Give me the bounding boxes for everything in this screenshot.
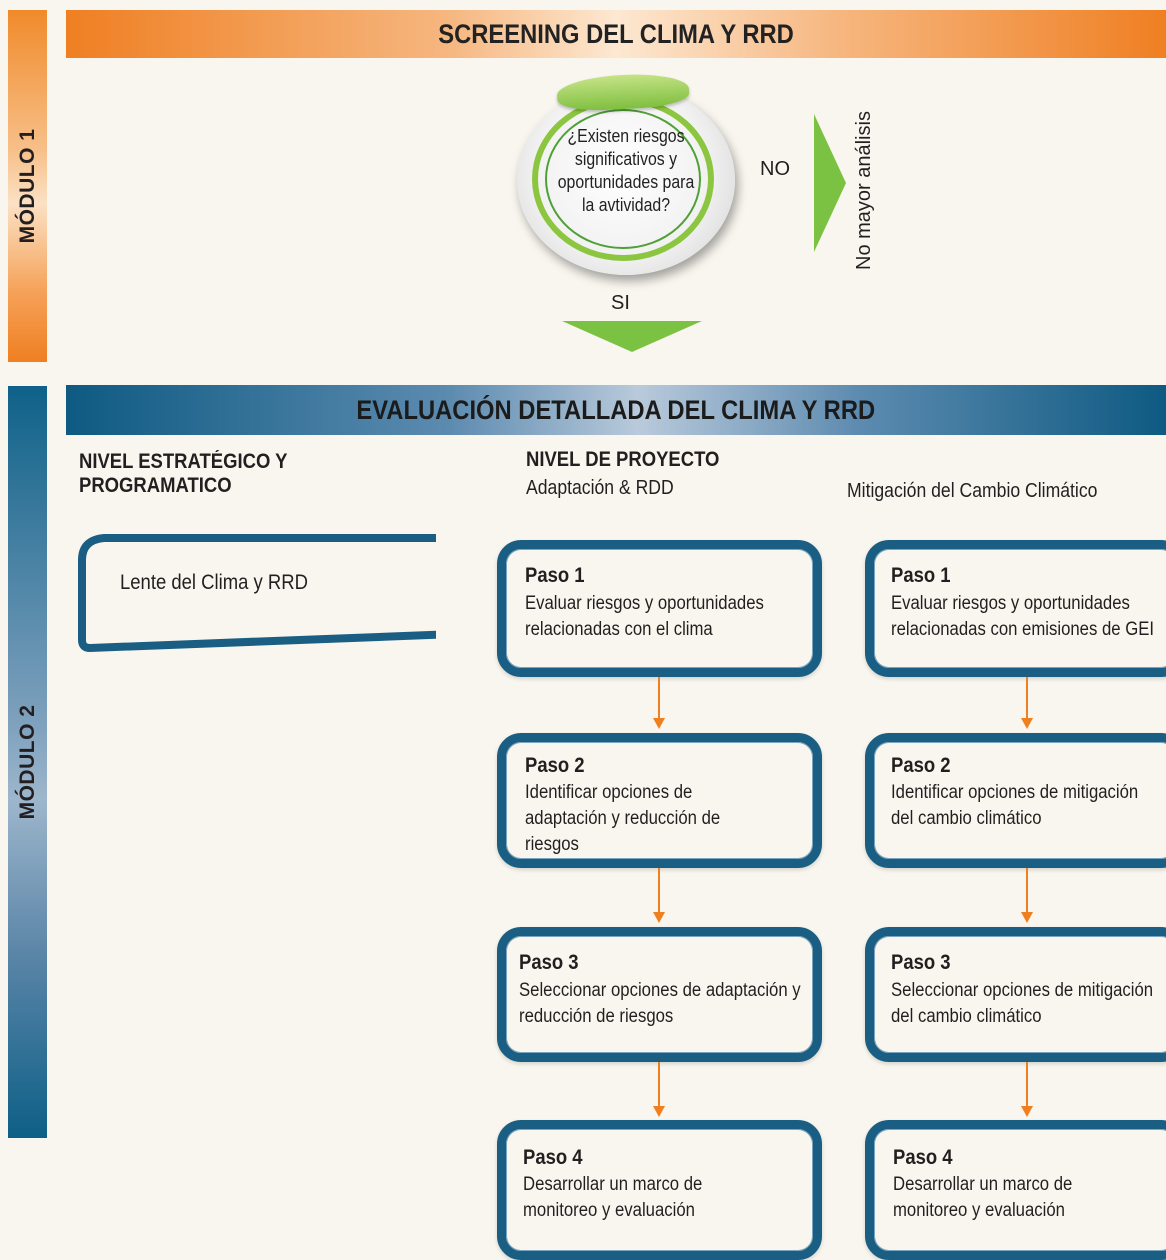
adaptation-step-4 bbox=[497, 1120, 822, 1260]
screening-banner: SCREENING DEL CLIMA Y RRD bbox=[66, 10, 1166, 58]
mitigation-step-3-title: Paso 3 bbox=[891, 951, 951, 974]
adaptation-step-3 bbox=[497, 927, 822, 1062]
adaptation-step-3-text: Seleccionar opciones de adaptación y red… bbox=[519, 980, 801, 1027]
strategic-heading: NIVEL ESTRATÉGICO Y PROGRAMATICO bbox=[79, 450, 288, 497]
leaf-icon bbox=[556, 71, 690, 113]
module-1-side-bar: MÓDULO 1 bbox=[8, 10, 47, 362]
lens-label: Lente del Clima y RRD bbox=[120, 571, 308, 594]
mitigation-step-4-text: Desarrollar un marco de monitoreo y eval… bbox=[893, 1174, 1073, 1221]
mitigation-step-4 bbox=[865, 1120, 1166, 1260]
evaluation-banner: EVALUACIÓN DETALLADA DEL CLIMA Y RRD bbox=[66, 385, 1166, 435]
adaptation-step-2-text: Identificar opciones de adaptación y red… bbox=[525, 782, 721, 855]
down-arrow-icon bbox=[653, 1106, 665, 1117]
no-arrow-icon bbox=[814, 114, 846, 252]
down-arrow-icon bbox=[653, 912, 665, 923]
down-arrow-icon bbox=[653, 718, 665, 729]
mitigation-step-1 bbox=[865, 540, 1166, 677]
module-1-label: MÓDULO 1 bbox=[15, 128, 39, 244]
adaptation-heading: Adaptación & RDD bbox=[526, 477, 674, 499]
adaptation-step-4-title: Paso 4 bbox=[523, 1146, 583, 1169]
mitigation-step-4-title: Paso 4 bbox=[893, 1146, 953, 1169]
mitigation-step-1-text: Evaluar riesgos y oportunidades relacion… bbox=[891, 593, 1155, 640]
down-arrow-icon bbox=[1021, 1106, 1033, 1117]
no-label: NO bbox=[760, 158, 790, 180]
down-arrow-icon bbox=[1021, 912, 1033, 923]
adaptation-step-2-title: Paso 2 bbox=[525, 754, 585, 777]
adaptation-step-2 bbox=[497, 733, 822, 868]
adaptation-step-3-title: Paso 3 bbox=[519, 951, 579, 974]
mitigation-heading: Mitigación del Cambio Climático bbox=[847, 480, 1098, 502]
mitigation-step-3-text: Seleccionar opciones de mitigación del c… bbox=[891, 980, 1154, 1027]
project-heading: NIVEL DE PROYECTO bbox=[526, 448, 720, 471]
module-2-side-bar: MÓDULO 2 bbox=[8, 386, 47, 1138]
si-arrow-icon bbox=[562, 321, 702, 352]
mitigation-step-1-title: Paso 1 bbox=[891, 564, 951, 587]
adaptation-step-1-title: Paso 1 bbox=[525, 564, 585, 587]
mitigation-step-3 bbox=[865, 927, 1166, 1062]
adaptation-step-1-text: Evaluar riesgos y oportunidades relacion… bbox=[525, 593, 764, 640]
decision-question: ¿Existen riesgos significativos y oportu… bbox=[557, 126, 695, 215]
mitigation-step-2-text: Identificar opciones de mitigación del c… bbox=[891, 782, 1139, 829]
screening-title: SCREENING DEL CLIMA Y RRD bbox=[438, 19, 794, 49]
no-outcome-label: No mayor análisis bbox=[853, 111, 875, 270]
adaptation-step-4-text: Desarrollar un marco de monitoreo y eval… bbox=[523, 1174, 703, 1221]
down-arrow-icon bbox=[1021, 718, 1033, 729]
evaluation-title: EVALUACIÓN DETALLADA DEL CLIMA Y RRD bbox=[356, 395, 876, 425]
adaptation-step-1 bbox=[497, 540, 822, 677]
si-label: SI bbox=[611, 292, 630, 314]
mitigation-step-2 bbox=[865, 733, 1166, 868]
mitigation-step-2-title: Paso 2 bbox=[891, 754, 951, 777]
module-2-label: MÓDULO 2 bbox=[15, 704, 39, 820]
lens-shape bbox=[78, 534, 436, 653]
decision-sticker: ¿Existen riesgos significativos y oportu… bbox=[517, 71, 735, 275]
